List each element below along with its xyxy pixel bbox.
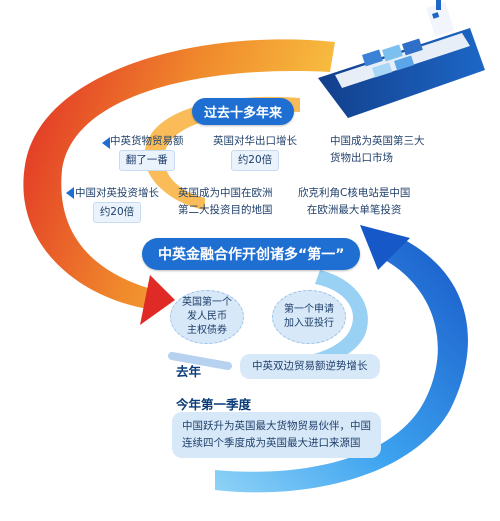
- rmb-bond-line3: 主权债券: [187, 325, 227, 336]
- hinkley-line1: 欣克利角C核电站是中国: [298, 187, 411, 199]
- exports-label: 英国对华出口增长: [213, 135, 297, 147]
- last-year-label: 去年: [176, 364, 202, 379]
- trade-volume-value: 翻了一番: [118, 150, 175, 171]
- investment-value: 约20倍: [92, 202, 142, 223]
- destination-stat: 英国成为中国在欧洲 第二大投资目的地国: [178, 185, 273, 219]
- cool-arrow: [215, 225, 468, 493]
- q1-line2: 连续四个季度成为英国最大进口来源国: [182, 437, 361, 449]
- third-market-line1: 中国成为英国第三大: [330, 135, 425, 147]
- destination-line2: 第二大投资目的地国: [178, 204, 273, 216]
- past-decade-title: 过去十多年来: [192, 98, 295, 125]
- exports-value: 约20倍: [230, 150, 280, 171]
- warm-arrow: [23, 39, 335, 325]
- hinkley-line2: 在欧洲最大单笔投资: [306, 204, 402, 216]
- exports-stat: 英国对华出口增长 约20倍: [213, 133, 297, 171]
- cargo-ship-icon: [318, 0, 485, 118]
- investment-stat: 中国对英投资增长 约20倍: [75, 185, 159, 223]
- third-market-line2: 货物出口市场: [330, 152, 393, 164]
- aiib-bubble: 第一个申请 加入亚投行: [272, 290, 346, 344]
- last-year-panel: 中英双边贸易额逆势增长: [240, 354, 380, 379]
- trade-volume-label: 中英货物贸易额: [110, 135, 184, 147]
- investment-label: 中国对英投资增长: [75, 187, 159, 199]
- left-arrow-icon: [102, 137, 110, 149]
- rmb-bond-line2: 发人民币: [187, 311, 227, 322]
- hinkley-stat: 欣克利角C核电站是中国 在欧洲最大单笔投资: [298, 185, 410, 219]
- rmb-bond-bubble: 英国第一个 发人民币 主权债券: [170, 290, 244, 344]
- aiib-line1: 第一个申请: [284, 304, 334, 315]
- connector-line: [168, 352, 232, 370]
- destination-line1: 英国成为中国在欧洲: [178, 187, 273, 199]
- left-arrow-icon: [66, 187, 74, 199]
- trade-volume-stat: 中英货物贸易额 翻了一番: [110, 133, 184, 171]
- third-market-stat: 中国成为英国第三大 货物出口市场: [330, 133, 425, 167]
- q1-panel: 中国跃升为英国最大货物贸易伙伴，中国 连续四个季度成为英国最大进口来源国: [172, 412, 381, 458]
- q1-label: 今年第一季度: [176, 397, 252, 412]
- q1-line1: 中国跃升为英国最大货物贸易伙伴，中国: [182, 420, 371, 432]
- aiib-line2: 加入亚投行: [284, 318, 334, 329]
- rmb-bond-line1: 英国第一个: [182, 297, 232, 308]
- finance-title: 中英金融合作开创诸多“第一”: [142, 238, 361, 270]
